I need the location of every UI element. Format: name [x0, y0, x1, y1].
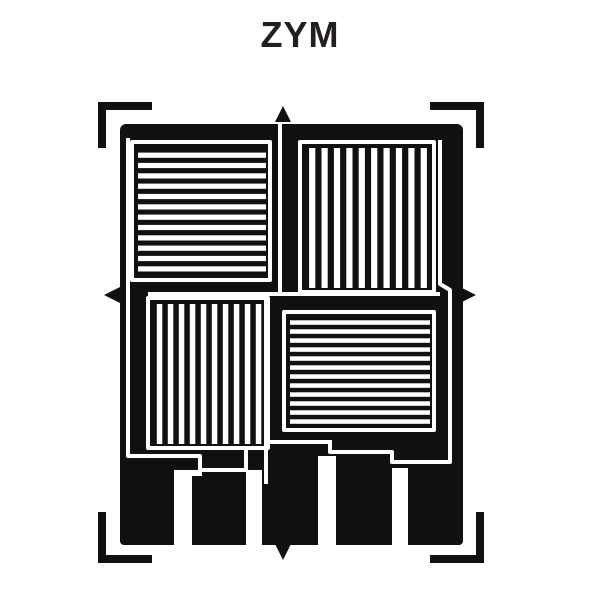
tab-gap-2: [246, 470, 262, 546]
alignment-arrow-left: [104, 287, 120, 303]
grid-line: [138, 255, 266, 262]
grid-line: [321, 148, 328, 288]
alignment-arrow-top: [275, 106, 291, 122]
grid-line: [222, 304, 229, 444]
alignment-marks: [104, 106, 476, 560]
grid-line: [138, 183, 266, 189]
outer-lead-path: [126, 138, 248, 472]
grid-line: [290, 374, 430, 379]
grid-line: [290, 401, 430, 406]
grid-line: [233, 304, 240, 444]
grid-line: [290, 410, 430, 415]
frame-top-left: [130, 140, 272, 282]
grid-line: [138, 266, 266, 272]
center-cross: [148, 124, 440, 484]
grid-line: [255, 304, 262, 444]
corner-bracket-bottom-left: [98, 512, 152, 563]
corner-bracket-bottom-right: [430, 512, 484, 563]
grid-line: [138, 162, 266, 169]
grid-line: [178, 304, 185, 444]
grid-line: [290, 383, 430, 388]
grid-line: [138, 235, 266, 241]
grid-line: [138, 193, 266, 200]
grid-line: [138, 214, 266, 220]
grid-line: [138, 173, 266, 179]
corner-brackets: [98, 102, 484, 563]
outer-lead-path-right: [328, 140, 452, 464]
grid-line: [167, 304, 174, 444]
corner-bracket-top-left: [98, 102, 152, 148]
grid-line: [290, 356, 430, 361]
grid-line: [200, 304, 207, 444]
frame-bottom-right: [282, 310, 436, 432]
grid-line: [290, 320, 430, 325]
grid-line: [309, 148, 316, 288]
grid-line: [290, 419, 430, 424]
grid-line: [358, 148, 365, 288]
grid-top-left: [138, 152, 266, 272]
grid-top-right: [309, 148, 427, 288]
grid-line: [408, 148, 415, 288]
grid-line: [395, 148, 403, 288]
alignment-arrow-bottom: [275, 544, 291, 560]
grid-line: [371, 148, 378, 288]
gauge-title: ZYM: [260, 14, 340, 55]
grid-line: [211, 304, 218, 444]
tab-gap-1: [174, 470, 192, 546]
grid-line: [138, 224, 266, 231]
grid-bottom-left: [156, 304, 262, 444]
grid-line: [290, 365, 430, 370]
tab-gap-4: [392, 468, 408, 546]
alignment-arrow-right: [460, 287, 476, 303]
grid-line: [420, 148, 427, 288]
solder-tabs: [174, 456, 408, 546]
corner-bracket-top-right: [430, 102, 484, 148]
grid-line: [383, 148, 390, 288]
grid-line: [290, 392, 430, 397]
tab-gap-3: [318, 456, 336, 546]
grid-line: [244, 304, 251, 444]
grid-line: [138, 204, 266, 210]
grid-line: [138, 152, 266, 158]
grid-line: [189, 304, 196, 444]
grid-frames: [126, 138, 452, 472]
grid-line: [290, 347, 430, 352]
grid-line: [156, 304, 163, 444]
grid-line: [138, 245, 266, 251]
grid-line: [333, 148, 341, 288]
grid-line: [346, 148, 353, 288]
grid-bottom-right: [290, 320, 430, 424]
grid-line: [290, 338, 430, 343]
grid-line: [290, 329, 430, 334]
